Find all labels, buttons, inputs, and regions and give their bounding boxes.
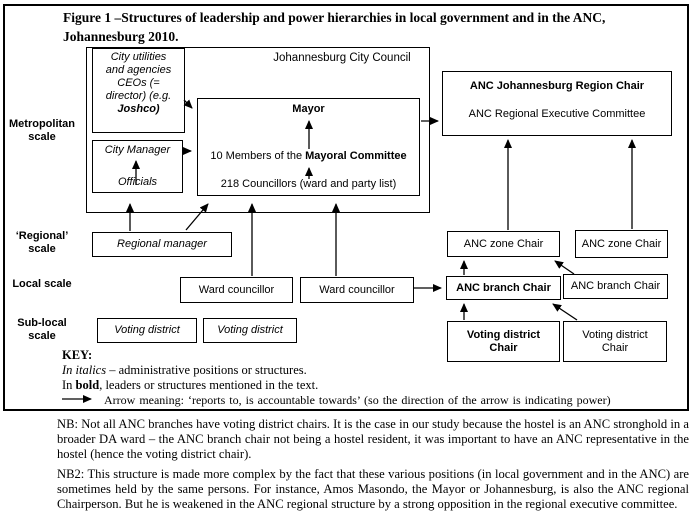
city-utilities-line-joshco: Joshco) [117,103,160,115]
mayor-box: Mayor 10 Members of the Mayoral Committe… [197,98,420,196]
scale-label-metropolitan: Metropolitan scale [9,118,75,143]
figure-title: Figure 1 –Structures of leadership and p… [63,10,606,44]
key-italics-label: In italics [62,363,107,377]
city-utilities-line: City utilities [110,51,167,63]
note-nb2: NB2: This structure is made more complex… [57,466,689,512]
note-nb1: NB: Not all ANC branches have voting dis… [57,417,689,462]
mayoral-committee-label: 10 Members of the Mayoral Committee [198,150,419,163]
key-bold-line: In bold, leaders or structures mentioned… [62,378,318,392]
key-bold-rest: , leaders or structures mentioned in the… [99,378,319,392]
voting-district-box-left: Voting district [97,318,197,343]
council-label: Johannesburg City Council [273,52,411,64]
key-heading: KEY: [62,348,93,362]
city-manager-label: City Manager [104,144,171,156]
regional-manager-box: Regional manager [92,232,232,257]
key-italics-rest: – administrative positions or structures… [106,363,307,377]
anc-regional-committee-label: ANC Regional Executive Committee [468,108,646,120]
anc-region-chair-label: ANC Johannesburg Region Chair [469,80,645,92]
mayoral-committee-bold: Mayoral Committee [305,150,407,162]
scale-label-sublocal: Sub-local scale [17,317,67,342]
city-utilities-line: and agencies [105,64,172,76]
figure-notes: NB: Not all ANC branches have voting dis… [57,417,689,516]
anc-branch-chair-box-main: ANC branch Chair [446,276,561,300]
city-utilities-line: director) (e.g. [105,90,172,102]
anc-branch-chair-box-right: ANC branch Chair [563,274,668,299]
key-arrow-line: Arrow meaning: ‘reports to, is accountab… [104,393,611,407]
voting-district-chair-box-main: Voting district Chair [447,321,560,362]
city-utilities-line: CEOs (= [117,77,160,89]
ward-councillor-box-right: Ward councillor [300,277,414,303]
anc-zone-chair-box-left: ANC zone Chair [447,231,560,257]
city-utilities-box: City utilities and agencies CEOs (= dire… [92,48,185,133]
key-bold-label: bold [75,378,100,392]
voting-district-chair-box-right: Voting district Chair [563,321,667,362]
ward-councillor-box-left: Ward councillor [180,277,293,303]
mayoral-committee-prefix: 10 Members of the [210,150,306,162]
anc-region-box: ANC Johannesburg Region Chair ANC Region… [442,71,672,136]
city-manager-box: City Manager Officials [92,140,183,193]
scale-label-regional: ‘Regional’ scale [15,230,69,255]
officials-label: Officials [117,176,158,188]
mayor-label: Mayor [292,103,325,115]
key-bold-prefix: In [62,378,76,392]
councillors-label: 218 Councillors (ward and party list) [220,178,397,190]
scale-label-local: Local scale [12,278,72,290]
anc-zone-chair-box-right: ANC zone Chair [575,230,668,258]
key-italics-line: In italics – administrative positions or… [62,363,307,377]
voting-district-box-right: Voting district [203,318,297,343]
